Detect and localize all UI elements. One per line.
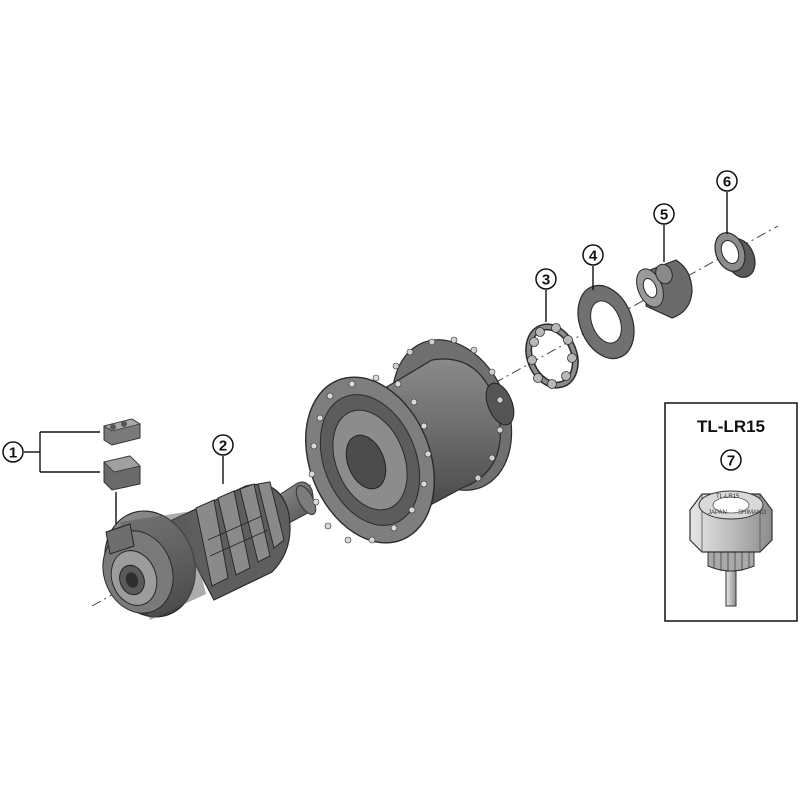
tool-engraving-model: TL-LR15 [716,494,740,500]
tool-box-title: TL-LR15 [697,417,765,436]
callout-4: 4 [582,244,604,266]
callout-6-label: 6 [723,174,731,191]
washer [577,284,635,360]
callout-5-label: 5 [660,207,668,224]
callout-1-label: 1 [9,445,17,462]
callout-4-label: 4 [589,248,598,265]
callout-7-label: 7 [727,453,735,470]
callout-2: 2 [212,434,234,456]
bearing-retainer [525,323,579,389]
tool-box: TL-LR15 7 TL-LR15 JAPAN SHIMANO [664,402,798,622]
callout-5: 5 [653,203,675,225]
pawl-set [102,418,142,491]
lockring-tool: TL-LR15 JAPAN SHIMANO [689,490,773,607]
lock-ring [714,232,756,278]
callout-1-bracket [24,431,117,528]
callout-1: 1 [2,441,24,463]
right-flange-holes [392,336,504,482]
tool-engraving-brand: SHIMANO [738,510,766,516]
callout-6: 6 [716,170,738,192]
callout-3-label: 3 [542,272,550,289]
left-flange-holes [308,374,432,544]
cone-nut [636,259,693,319]
tool-engraving-origin: JAPAN [708,510,727,516]
hub-shell [305,336,515,544]
freehub-body [102,481,317,620]
callout-3: 3 [535,268,557,290]
callout-2-label: 2 [219,438,227,455]
callout-7: 7 [720,449,742,471]
